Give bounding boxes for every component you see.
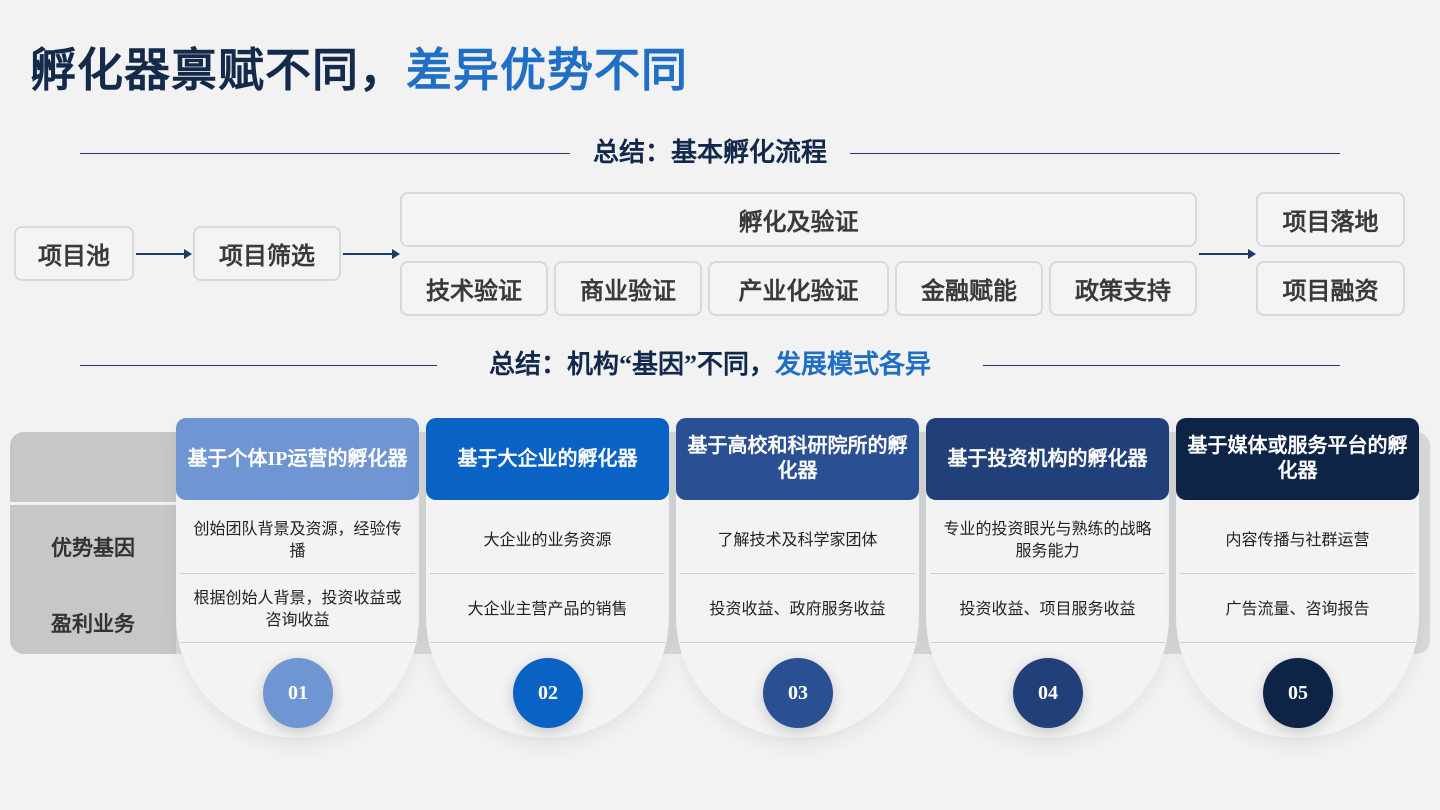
section2-prefix: 总结：机构“基因”不同， — [488, 350, 775, 379]
flow-box-financing: 项目融资 — [1256, 261, 1405, 316]
page-title: 孵化器禀赋不同，差异优势不同 — [30, 34, 688, 100]
title-part2: 差异优势不同 — [406, 45, 688, 96]
cell-profit: 广告流量、咨询报告 — [1180, 575, 1415, 643]
arrow-icon — [343, 249, 400, 259]
divider-line-right — [983, 365, 1340, 366]
number-badge: 03 — [763, 658, 833, 728]
column-header: 基于投资机构的孵化器 — [926, 418, 1169, 500]
column-header: 基于媒体或服务平台的孵化器 — [1176, 418, 1419, 500]
cell-advantage: 了解技术及科学家团体 — [680, 506, 915, 574]
flow-box-incubate: 孵化及验证 — [400, 192, 1197, 247]
row-separator — [10, 502, 176, 505]
column-header: 基于高校和科研院所的孵化器 — [676, 418, 919, 500]
divider-line-left — [80, 153, 570, 154]
flow-step-2: 商业验证 — [554, 261, 702, 316]
flow-box-landing: 项目落地 — [1256, 192, 1405, 247]
section-heading-models: 总结：机构“基因”不同，发展模式各异 — [80, 345, 1340, 385]
row-label-advantage: 优势基因 — [51, 536, 135, 560]
column-header: 基于大企业的孵化器 — [426, 418, 669, 500]
row-label-profit: 盈利业务 — [51, 612, 135, 636]
flow-step-5: 政策支持 — [1049, 261, 1197, 316]
section-heading-process: 总结：基本孵化流程 — [80, 133, 1340, 173]
divider-line-right — [850, 153, 1340, 154]
section1-prefix: 总结： — [592, 138, 671, 167]
section1-highlight: 基本孵化流程 — [671, 138, 828, 167]
divider-line-left — [80, 365, 437, 366]
number-badge: 01 — [263, 658, 333, 728]
flow-box-pool: 项目池 — [14, 226, 134, 281]
flow-step-3: 产业化验证 — [708, 261, 889, 316]
cell-profit: 投资收益、项目服务收益 — [930, 575, 1165, 643]
cell-profit: 大企业主营产品的销售 — [430, 575, 665, 643]
section-divider-process: 总结：基本孵化流程 — [80, 133, 1340, 173]
section2-highlight: 发展模式各异 — [775, 350, 932, 379]
number-badge: 05 — [1263, 658, 1333, 728]
flow-step-1: 技术验证 — [400, 261, 548, 316]
number-badge: 04 — [1013, 658, 1083, 728]
cell-advantage: 创始团队背景及资源，经验传播 — [180, 506, 415, 574]
number-badge: 02 — [513, 658, 583, 728]
cell-advantage: 内容传播与社群运营 — [1180, 506, 1415, 574]
cell-advantage: 专业的投资眼光与熟练的战略服务能力 — [930, 506, 1165, 574]
cell-profit: 根据创始人背景，投资收益或咨询收益 — [180, 575, 415, 643]
flow-step-4: 金融赋能 — [895, 261, 1043, 316]
arrow-icon — [136, 249, 192, 259]
section-divider-models: 总结：机构“基因”不同，发展模式各异 — [80, 345, 1340, 385]
title-part1: 孵化器禀赋不同， — [30, 45, 406, 96]
row-label-column — [10, 432, 176, 654]
cell-profit: 投资收益、政府服务收益 — [680, 575, 915, 643]
cell-advantage: 大企业的业务资源 — [430, 506, 665, 574]
flow-box-screen: 项目筛选 — [193, 226, 341, 281]
column-header: 基于个体IP运营的孵化器 — [176, 418, 419, 500]
arrow-icon — [1199, 249, 1256, 259]
